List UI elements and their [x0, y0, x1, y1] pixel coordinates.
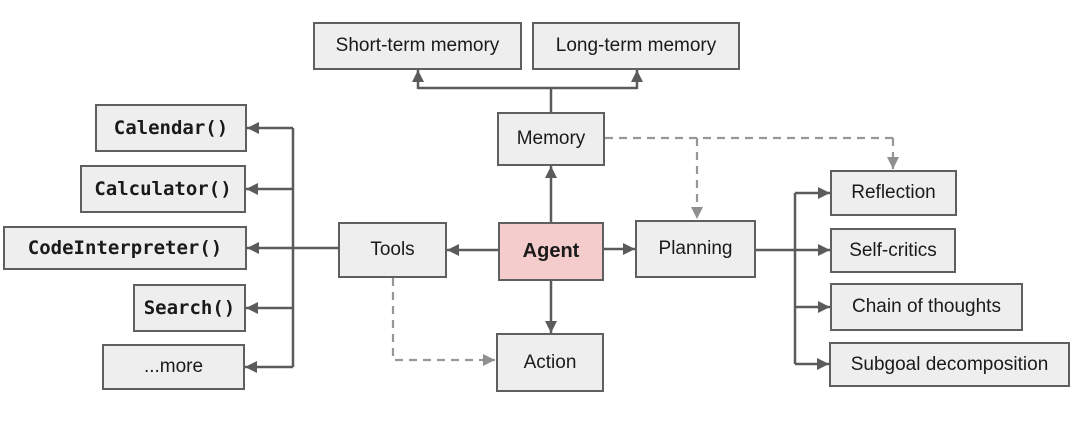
node-long-term-memory: Long-term memory	[532, 22, 740, 70]
node-reflection: Reflection	[830, 170, 957, 216]
node-memory: Memory	[497, 112, 605, 166]
node-agent-label: Agent	[522, 240, 580, 262]
node-short-term-memory: Short-term memory	[313, 22, 522, 70]
node-subgoal-decomposition: Subgoal decomposition	[829, 342, 1070, 387]
node-planning: Planning	[635, 220, 756, 278]
node-more-tools: ...more	[102, 344, 245, 390]
node-search-tool-label: Search()	[143, 297, 236, 319]
node-more-tools-label: ...more	[143, 356, 204, 377]
node-search-tool: Search()	[133, 284, 246, 332]
node-code-interpreter-tool-label: CodeInterpreter()	[27, 237, 223, 259]
node-tools: Tools	[338, 222, 447, 278]
node-calculator-tool: Calculator()	[80, 165, 246, 213]
node-self-critics: Self-critics	[830, 228, 956, 273]
node-calendar-tool-label: Calendar()	[113, 117, 229, 139]
node-memory-label: Memory	[516, 128, 586, 149]
node-action-label: Action	[523, 351, 577, 373]
node-tools-label: Tools	[370, 239, 415, 260]
node-planning-label: Planning	[658, 238, 733, 259]
node-code-interpreter-tool: CodeInterpreter()	[3, 226, 247, 270]
node-long-term-memory-label: Long-term memory	[555, 35, 717, 56]
node-subgoal-decomposition-label: Subgoal decomposition	[850, 353, 1049, 375]
node-chain-of-thoughts: Chain of thoughts	[830, 283, 1023, 331]
node-calendar-tool: Calendar()	[95, 104, 247, 152]
node-self-critics-label: Self-critics	[849, 239, 937, 261]
edge-tools-action-dashed	[391, 278, 495, 366]
edge-memory-split	[418, 86, 637, 112]
node-chain-of-thoughts-label: Chain of thoughts	[852, 296, 1001, 317]
node-reflection-label: Reflection	[851, 182, 936, 203]
node-agent: Agent	[498, 222, 604, 281]
node-action: Action	[496, 333, 604, 392]
node-calculator-tool-label: Calculator()	[94, 178, 232, 200]
node-short-term-memory-label: Short-term memory	[335, 35, 500, 56]
